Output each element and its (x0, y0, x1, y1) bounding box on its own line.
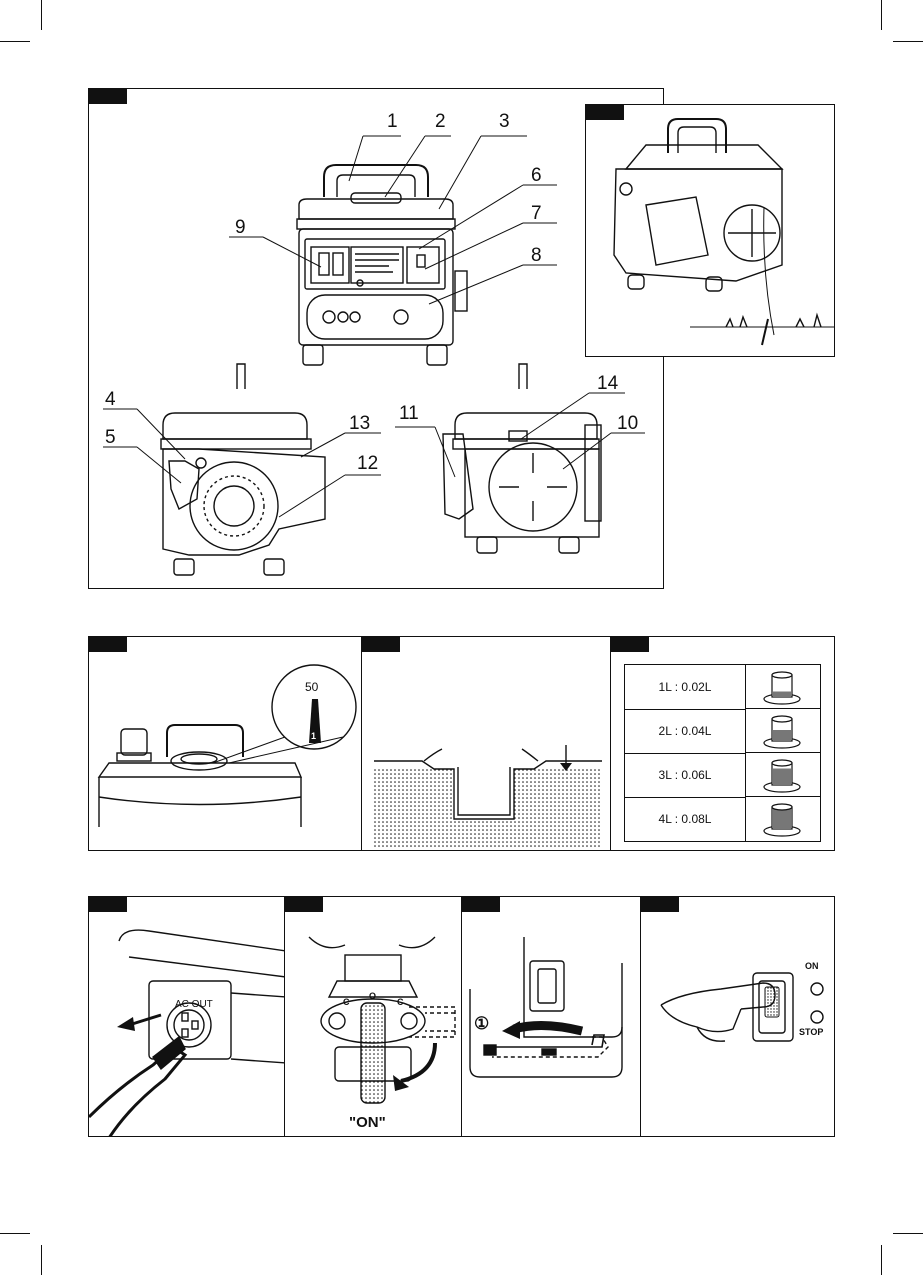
mixture-table: 1L : 0.02L 2L : 0.04L 3L : 0.06L 4L : 0.… (624, 664, 821, 842)
ratio-text: 2L : 0.04L (659, 724, 712, 738)
ac-socket-diagram: AC OUT (89, 897, 285, 1137)
valve-pos-c-right: C (397, 997, 404, 1007)
choke-lever-diagram: ① (462, 897, 641, 1137)
crop-mark-tr-h (893, 41, 923, 42)
panel-grounding (585, 104, 835, 357)
panel-parts-overview: 1 2 3 4 5 6 7 8 9 10 11 12 13 14 (88, 88, 664, 589)
ratio-text: 1L : 0.02L (659, 680, 712, 694)
callout-14: 14 (597, 373, 619, 394)
crop-mark-tl-h (0, 41, 30, 42)
valve-on-label: "ON" (349, 1114, 386, 1131)
gauge-value: 50 (305, 680, 319, 694)
mixture-fill-level (773, 692, 791, 698)
panel-engine-switch: ON STOP (640, 896, 835, 1137)
oil-gauge-diagram: 50 1 (89, 637, 362, 851)
panel-mixture-table: 1L : 0.02L 2L : 0.04L 3L : 0.06L 4L : 0.… (610, 636, 835, 851)
ratio-cell: 4L : 0.08L (625, 797, 746, 841)
crop-mark-tl-v (41, 0, 42, 30)
socket-label: AC OUT (175, 999, 213, 1010)
ratio-cell: 2L : 0.04L (625, 709, 746, 754)
ratio-cell: 1L : 0.02L (625, 665, 746, 710)
panel-fuel-filter (361, 636, 611, 851)
gauge-mark: 1 (311, 731, 316, 741)
choke-step: ① (474, 1014, 489, 1033)
parts-diagram: 1 2 3 4 5 6 7 8 9 10 11 12 13 14 (89, 89, 664, 589)
ratio-cell: 3L : 0.06L (625, 753, 746, 798)
grounding-diagram (586, 105, 835, 357)
mixture-fill-level (773, 730, 791, 741)
panel-oil-gauge: 50 1 (88, 636, 362, 851)
engine-switch-diagram: ON STOP (641, 897, 835, 1137)
callout-10: 10 (617, 413, 638, 434)
crop-mark-br-v (881, 1245, 882, 1275)
valve-pos-o: O (369, 991, 376, 1001)
callout-11: 11 (399, 403, 419, 424)
callout-3: 3 (499, 111, 510, 132)
crop-mark-tr-v (881, 0, 882, 30)
switch-stop-label: STOP (799, 1027, 823, 1037)
callout-12: 12 (357, 453, 378, 474)
mixture-fill-level (773, 769, 791, 786)
mixture-level-icon (764, 760, 800, 792)
panel-fuel-valve: C O C "ON" (284, 896, 462, 1137)
mixture-level-icons (745, 665, 820, 841)
crop-mark-bl-v (41, 1245, 42, 1275)
crop-mark-br-h (893, 1233, 923, 1234)
callout-8: 8 (531, 245, 542, 266)
panel-ac-socket: AC OUT (88, 896, 285, 1137)
fuel-valve-diagram: C O C "ON" (285, 897, 462, 1137)
callout-2: 2 (435, 111, 446, 132)
crop-mark-bl-h (0, 1233, 30, 1234)
callout-9: 9 (235, 217, 246, 238)
callout-6: 6 (531, 165, 542, 186)
switch-on-label: ON (805, 961, 819, 971)
panel-choke-lever: ① (461, 896, 641, 1137)
fuel-filter-diagram (362, 637, 611, 851)
callout-7: 7 (531, 203, 542, 224)
callout-5: 5 (105, 427, 116, 448)
mixture-level-icon (764, 716, 800, 748)
figure-tag (611, 637, 649, 652)
callout-1: 1 (387, 111, 398, 132)
valve-pos-c-left: C (343, 997, 350, 1007)
callout-13: 13 (349, 413, 370, 434)
callout-4: 4 (105, 389, 116, 410)
ratio-text: 3L : 0.06L (659, 768, 712, 782)
mixture-level-icon (764, 804, 800, 836)
ratio-text: 4L : 0.08L (659, 812, 712, 826)
mixture-level-icon (764, 672, 800, 704)
